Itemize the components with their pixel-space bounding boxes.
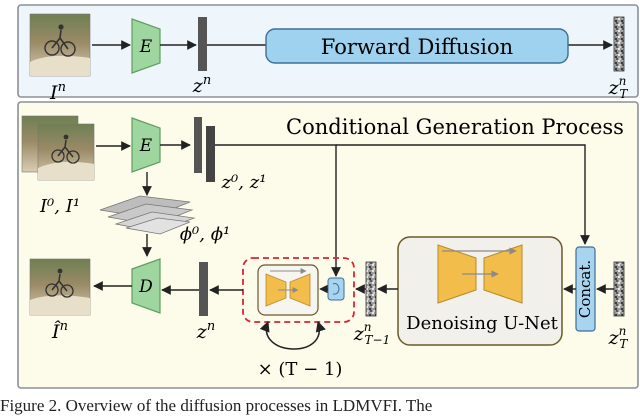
output-frame-label: În [51, 319, 68, 343]
output-latent-label: zn [196, 319, 215, 343]
features-label: ϕ⁰, ϕ¹ [180, 224, 230, 245]
input-frame-thumbnail [29, 13, 91, 77]
latents-label: z⁰, z¹ [221, 172, 267, 193]
decoder [131, 258, 161, 314]
decoder-label: D [138, 277, 153, 297]
bottom-encoder [131, 117, 161, 173]
loop-count-label: × (T − 1) [258, 359, 343, 380]
feature-pyramid [99, 195, 196, 235]
top-encoder [131, 18, 161, 74]
step-latent-bar [365, 261, 377, 317]
input-frame-label: In [49, 80, 66, 104]
bottom-panel-title: Conditional Generation Process [286, 115, 624, 139]
output-latent-bar [199, 262, 208, 316]
top-noisy-latent-bar [613, 16, 625, 72]
loop-arrow [259, 320, 326, 350]
mini-concat-box [327, 277, 345, 301]
latent-bar-1 [206, 126, 215, 182]
figure-caption: Figure 2. Overview of the diffusion proc… [0, 396, 433, 415]
bottom-encoder-label: E [139, 136, 153, 156]
input-frames-label: I⁰, I¹ [39, 196, 80, 217]
denoising-unet-label: Denoising U-Net [406, 313, 558, 334]
top-latent-bar [198, 17, 207, 71]
concat-label: Concat. [576, 260, 594, 318]
forward-diffusion-box [265, 28, 569, 64]
latent-bar-0 [194, 117, 202, 173]
output-frame-thumbnail [29, 258, 91, 316]
bottom-noisy-latent-bar [613, 261, 625, 317]
top-latent-label: zn [192, 73, 211, 97]
input-frames-thumbnails [21, 115, 95, 181]
forward-diffusion-label: Forward Diffusion [321, 35, 513, 59]
top-encoder-label: E [139, 37, 153, 57]
